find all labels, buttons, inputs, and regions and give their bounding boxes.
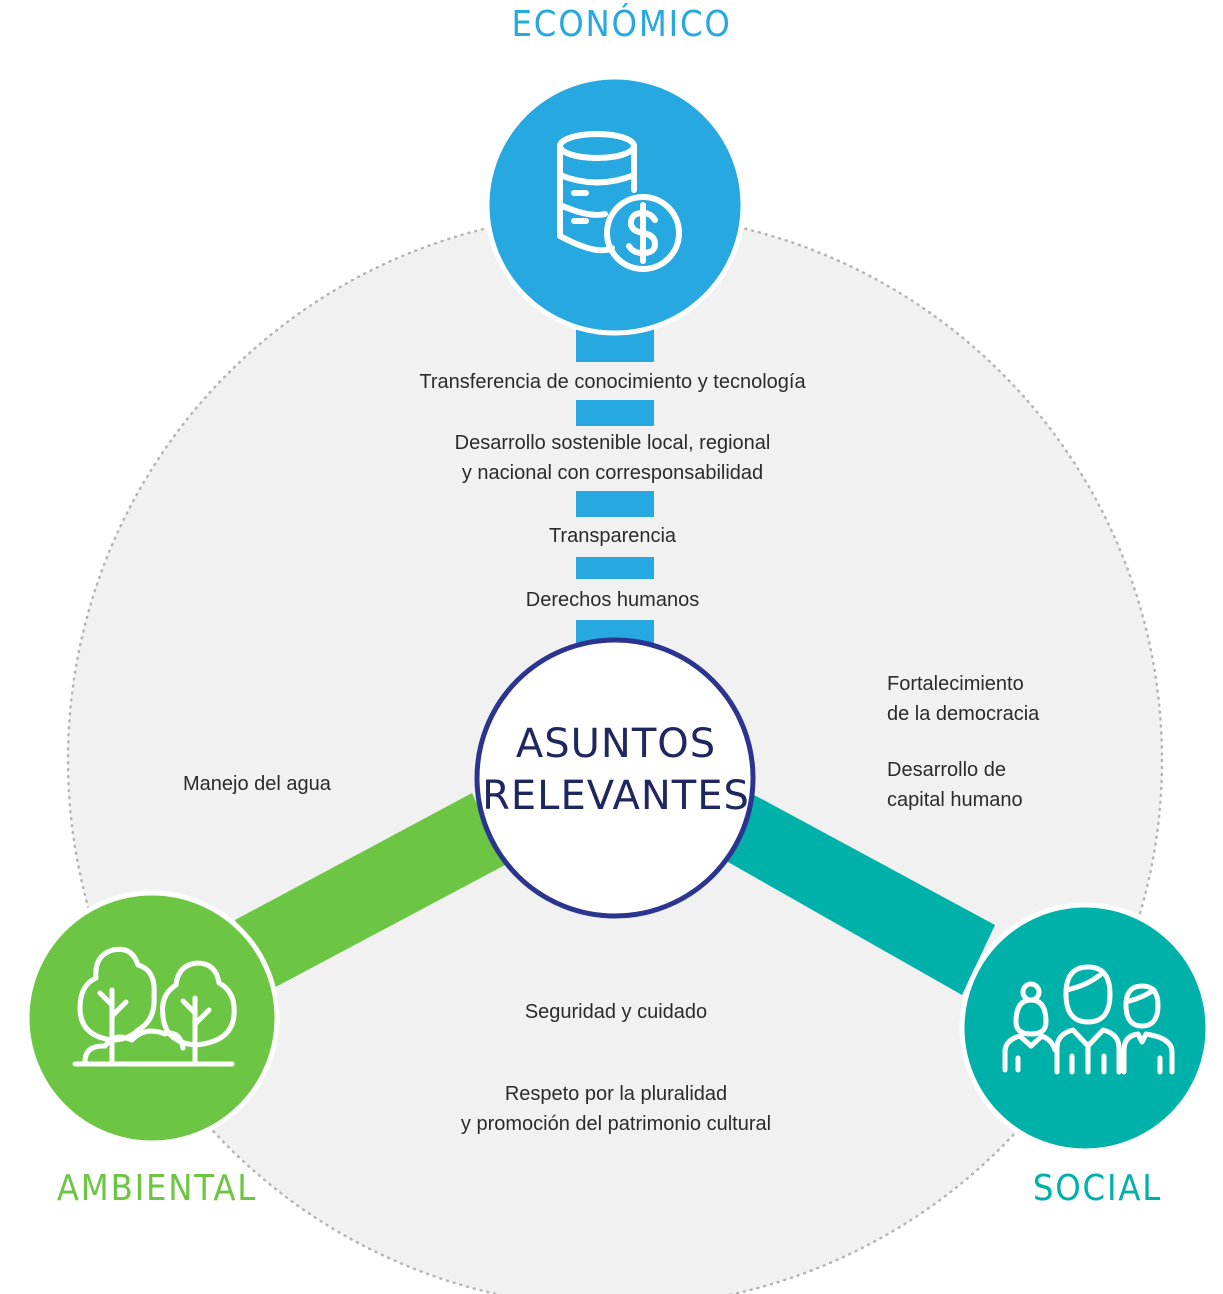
topic-line: Manejo del agua (183, 773, 331, 795)
topic-line: Transparencia (548, 525, 677, 547)
topic-line: Fortalecimiento (887, 673, 1024, 695)
topic-line: capital humano (887, 789, 1023, 811)
people-icon (1002, 964, 1175, 1075)
environmental-connector (235, 793, 505, 990)
social-title: SOCIAL (1032, 1168, 1163, 1209)
topic-fortalecimiento: Fortalecimiento de la democracia (887, 669, 1127, 729)
social-circle (959, 902, 1211, 1154)
topic-line: Transferencia de conocimiento y tecnolog… (419, 371, 806, 393)
topic-line: de la democracia (887, 703, 1040, 725)
center-label-line2: RELEVANTES (482, 773, 750, 819)
topic-pluralidad: Respeto por la pluralidad y promoción de… (395, 1079, 837, 1139)
topic-manejo-agua: Manejo del agua (183, 769, 423, 799)
topic-seguridad: Seguridad y cuidado (440, 997, 792, 1027)
economic-title: ECONÓMICO (511, 4, 732, 45)
center-circle (474, 637, 756, 919)
topic-line: Desarrollo sostenible local, regional (454, 432, 771, 454)
topic-transferencia: Transferencia de conocimiento y tecnolog… (360, 367, 865, 397)
environmental-title: AMBIENTAL (56, 1168, 258, 1209)
topic-line: y nacional con corresponsabilidad (461, 462, 764, 484)
topic-line: Derechos humanos (525, 589, 700, 611)
money-database-icon (557, 131, 682, 272)
topic-line: Seguridad y cuidado (524, 1001, 708, 1023)
topic-desarrollo-sostenible: Desarrollo sostenible local, regional y … (380, 428, 845, 488)
social-connector (728, 790, 995, 995)
trees-icon (72, 946, 237, 1067)
topic-line: Respeto por la pluralidad (504, 1083, 728, 1105)
center-label: ASUNTOS RELEVANTES (478, 718, 754, 822)
topic-line: Desarrollo de (887, 759, 1006, 781)
center-label-line1: ASUNTOS (515, 721, 717, 767)
topic-derechos-humanos: Derechos humanos (460, 585, 765, 615)
topic-transparencia: Transparencia (460, 521, 765, 551)
economic-circle (484, 74, 746, 336)
topic-line: y promoción del patrimonio cultural (460, 1113, 772, 1135)
topic-capital-humano: Desarrollo de capital humano (887, 755, 1127, 815)
